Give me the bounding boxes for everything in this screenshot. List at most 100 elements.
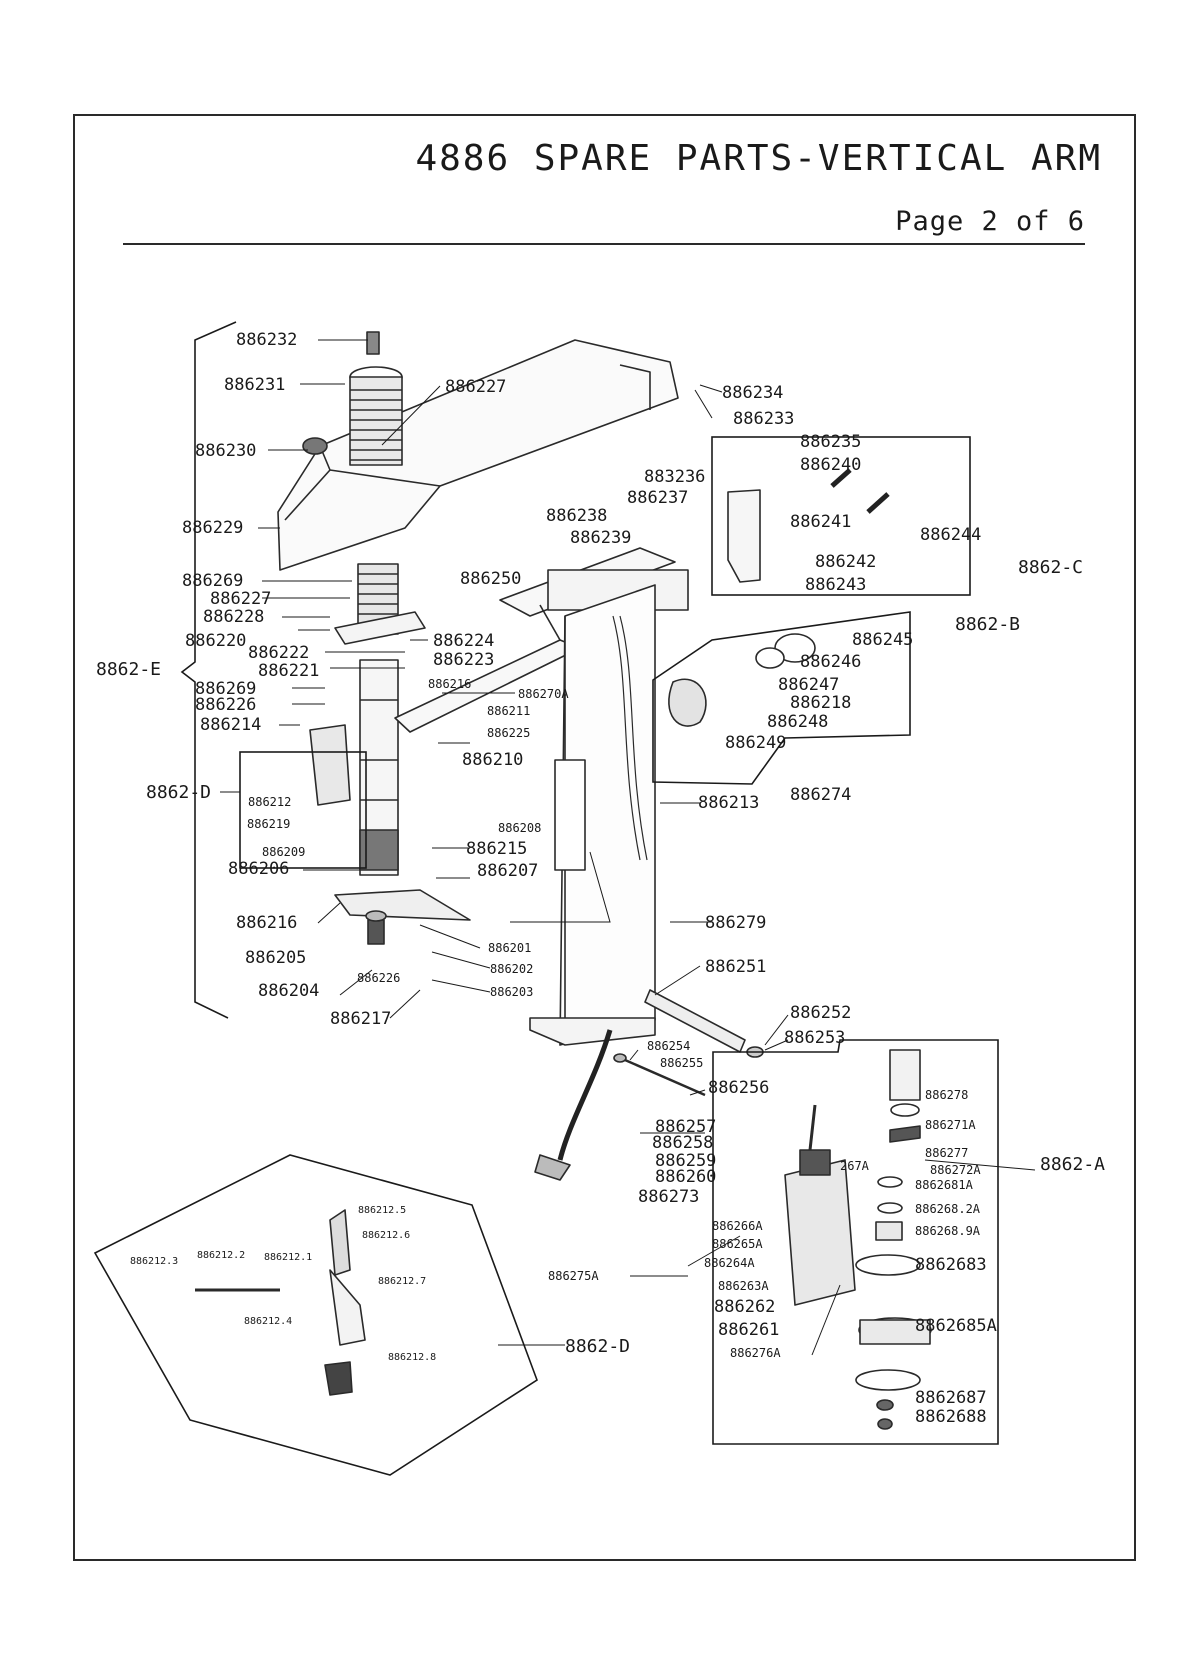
- detail-part-label: 886212.4: [244, 1316, 292, 1327]
- part-label: 886223: [433, 650, 494, 670]
- detail-part-label: 886212.8: [388, 1352, 436, 1363]
- part-label: 886203: [490, 985, 533, 999]
- part-label: 886276A: [730, 1346, 781, 1360]
- part-label: 886244: [920, 525, 981, 545]
- detail-d-labels: 886212.5 886212.6 886212.3 886212.2 8862…: [130, 1205, 630, 1363]
- part-label: 886245: [852, 630, 913, 650]
- part-label: 886232: [236, 330, 297, 350]
- part-label: 886273: [638, 1187, 699, 1207]
- part-label: 886212: [248, 795, 291, 809]
- part-label: 886220: [185, 631, 246, 651]
- part-label: 886211: [487, 704, 530, 718]
- part-label: 886243: [805, 575, 866, 595]
- part-label: 883236: [644, 467, 705, 487]
- part-label: 886249: [725, 733, 786, 753]
- part-label: 886229: [182, 518, 243, 538]
- page-border: [73, 114, 1136, 1561]
- detail-part-label: 886212.3: [130, 1256, 178, 1267]
- part-label: 886210: [462, 750, 523, 770]
- header-rule: [123, 243, 1085, 245]
- part-label: 886270A: [518, 687, 569, 701]
- part-label: 886272A: [930, 1163, 981, 1177]
- part-label: 886238: [546, 506, 607, 526]
- part-label: 886248: [767, 712, 828, 732]
- part-label: 886224: [433, 631, 494, 651]
- group-label-8862-D: 8862-D: [146, 782, 211, 803]
- part-label: 886269: [182, 571, 243, 591]
- part-label: 886237: [627, 488, 688, 508]
- part-label: 8862683: [915, 1255, 987, 1275]
- part-label: 886219: [247, 817, 290, 831]
- part-label: 886256: [708, 1078, 769, 1098]
- part-label: 886251: [705, 957, 766, 977]
- part-label: 886231: [224, 375, 285, 395]
- part-label: 886274: [790, 785, 851, 805]
- box-8862-B: [652, 611, 911, 785]
- part-label: 886227: [445, 377, 506, 397]
- part-label: 886226: [357, 971, 400, 985]
- part-label: 886257: [655, 1117, 716, 1137]
- group-brackets: [93, 321, 999, 1476]
- part-label: 886205: [245, 948, 306, 968]
- part-label: 886240: [800, 455, 861, 475]
- part-label: 886269: [195, 679, 256, 699]
- part-label: 8862687: [915, 1388, 987, 1408]
- detail-part-label: 886212.6: [362, 1230, 410, 1241]
- part-label: 886255: [660, 1056, 703, 1070]
- part-label: 886242: [815, 552, 876, 572]
- part-label: 886227: [210, 589, 271, 609]
- part-label: 886209: [262, 845, 305, 859]
- part-label: 8862688: [915, 1407, 987, 1427]
- part-label: 886217: [330, 1009, 391, 1029]
- part-label: 886208: [498, 821, 541, 835]
- part-labels: 886232 886231 886227 886234 886233 88623…: [96, 330, 1105, 1427]
- part-label: 886233: [733, 409, 794, 429]
- part-label: 886228: [203, 607, 264, 627]
- part-label: 886215: [466, 839, 527, 859]
- group-label-8862-A: 8862-A: [1040, 1154, 1105, 1175]
- box-8862-D: [239, 751, 367, 869]
- part-label: 886266A: [712, 1219, 763, 1233]
- part-label: 886279: [705, 913, 766, 933]
- part-label: 886268.2A: [915, 1202, 981, 1216]
- part-label: 886254: [647, 1039, 690, 1053]
- part-label: 886264A: [704, 1256, 755, 1270]
- detail-part-label: 886212.1: [264, 1252, 312, 1263]
- box-8862-A: [712, 1039, 999, 1445]
- part-label: 8862681A: [915, 1178, 974, 1192]
- part-label: 886265A: [712, 1237, 763, 1251]
- page-number: Page 2 of 6: [895, 206, 1085, 237]
- part-label: 886216: [236, 913, 297, 933]
- part-label: 886241: [790, 512, 851, 532]
- part-label: 886250: [460, 569, 521, 589]
- detail-part-label: 886212.2: [197, 1250, 245, 1261]
- part-label: 886206: [228, 859, 289, 879]
- part-label: 886260: [655, 1167, 716, 1187]
- part-label: 886268.9A: [915, 1224, 981, 1238]
- part-label: 886213: [698, 793, 759, 813]
- part-label: 886252: [790, 1003, 851, 1023]
- group-label-8862-E: 8862-E: [96, 659, 161, 680]
- detail-part-label: 886212.5: [358, 1205, 406, 1216]
- part-label: 886271A: [925, 1118, 976, 1132]
- part-label: 886225: [487, 726, 530, 740]
- part-label: 886204: [258, 981, 319, 1001]
- group-label-8862-C: 8862-C: [1018, 557, 1083, 578]
- part-label: 886202: [490, 962, 533, 976]
- part-label: 886275A: [548, 1269, 599, 1283]
- part-label: 8862685A: [915, 1316, 997, 1336]
- detail-8862-D-outline: [93, 1154, 538, 1476]
- part-label: 886246: [800, 652, 861, 672]
- part-label: 267A: [840, 1159, 870, 1173]
- bracket-8862-E: [180, 321, 237, 1019]
- part-label: 886234: [722, 383, 783, 403]
- part-label: 886278: [925, 1088, 968, 1102]
- machine-drawing: [195, 331, 932, 1430]
- part-label: 886226: [195, 695, 256, 715]
- part-label: 886222: [248, 643, 309, 663]
- part-label: 886263A: [718, 1279, 769, 1293]
- part-label: 886207: [477, 861, 538, 881]
- part-label: 886258: [652, 1133, 713, 1153]
- group-label-8862-D-detail: 8862-D: [565, 1336, 630, 1357]
